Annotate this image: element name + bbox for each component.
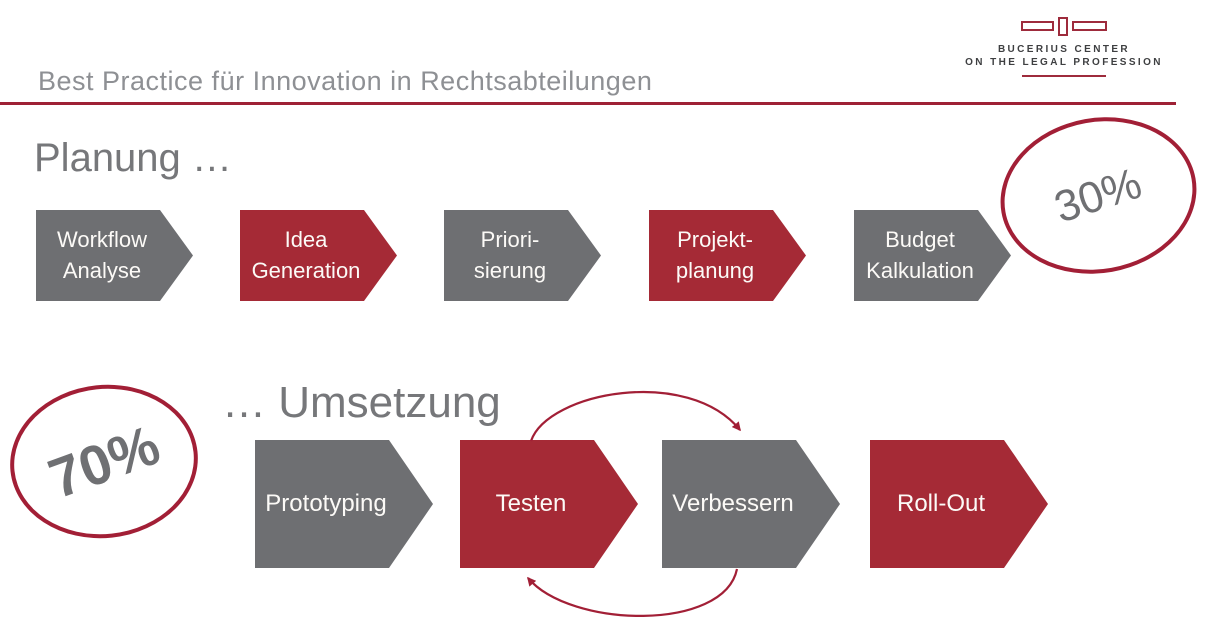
process-step-label: Priori- sierung	[444, 225, 576, 287]
step-label-line1: Priori-	[480, 226, 540, 252]
logo-underline	[1022, 75, 1106, 77]
process-step-label: Projekt- planung	[649, 225, 781, 287]
implementation-percentage-badge: 70%	[2, 375, 206, 548]
logo-rect-left	[1021, 21, 1054, 31]
logo-rect-right	[1072, 21, 1107, 31]
logo-text-line2: ON THE LEGAL PROFESSION	[965, 57, 1163, 68]
header-divider	[0, 102, 1176, 105]
process-step-label: Idea Generation	[240, 225, 372, 287]
process-step-prototyping: Prototyping	[255, 440, 433, 568]
logo-rect-center	[1058, 16, 1068, 36]
process-step-rollout: Roll-Out	[870, 440, 1048, 568]
step-label: Testen	[495, 490, 567, 518]
process-step-priorisierung: Priori- sierung	[444, 210, 601, 301]
process-step-idea-generation: Idea Generation	[240, 210, 397, 301]
process-step-label: Verbessern	[662, 487, 804, 521]
step-label-line1: Idea	[284, 226, 328, 252]
process-step-label: Prototyping	[255, 487, 397, 521]
step-label-line2: Generation	[251, 257, 361, 283]
process-step-label: Workflow Analyse	[36, 225, 168, 287]
step-label-line2: sierung	[473, 257, 547, 283]
planning-percentage-badge: 30%	[988, 102, 1205, 289]
step-label-line1: Projekt-	[677, 226, 753, 252]
logo-text-line1: BUCERIUS CENTER	[997, 44, 1131, 55]
step-label-line2: Analyse	[62, 257, 142, 283]
process-step-projektplanung: Projekt- planung	[649, 210, 806, 301]
process-step-testen: Testen	[460, 440, 638, 568]
bucerius-logo-icon	[962, 16, 1166, 36]
implementation-percentage-value: 70%	[40, 412, 168, 511]
planning-percentage-value: 30%	[1048, 158, 1148, 232]
step-label-line2: Kalkulation	[866, 257, 974, 283]
planning-heading: Planung …	[34, 136, 232, 180]
process-step-budget-kalkulation: Budget Kalkulation	[854, 210, 1011, 301]
bucerius-logo: BUCERIUS CENTER ON THE LEGAL PROFESSION	[962, 12, 1166, 84]
step-label: Verbessern	[672, 490, 794, 518]
step-label-line1: Workflow	[56, 226, 148, 252]
process-step-label: Budget Kalkulation	[854, 225, 986, 287]
step-label: Prototyping	[265, 490, 387, 518]
implementation-heading: … Umsetzung	[222, 378, 501, 427]
page-title: Best Practice für Innovation in Rechtsab…	[38, 66, 653, 96]
process-step-verbessern: Verbessern	[662, 440, 840, 568]
process-step-workflow-analyse: Workflow Analyse	[36, 210, 193, 301]
step-label-line2: planung	[675, 257, 755, 283]
process-step-label: Roll-Out	[870, 487, 1012, 521]
loop-arrow-bottom-icon	[527, 568, 739, 617]
process-step-label: Testen	[460, 487, 602, 521]
loop-arrow-top-icon	[529, 390, 741, 442]
step-label: Roll-Out	[896, 490, 986, 518]
step-label-line1: Budget	[885, 226, 955, 252]
